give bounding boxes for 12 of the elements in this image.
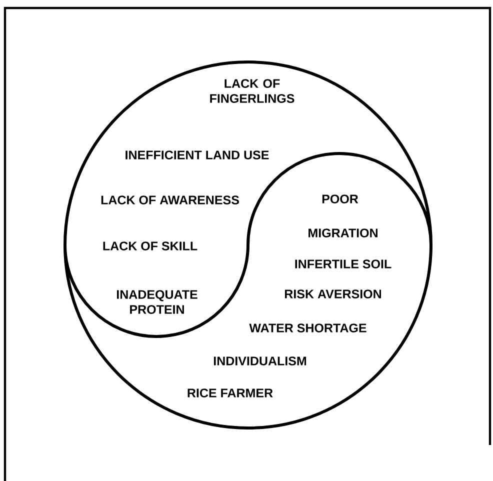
label-text: INDIVIDUALISM <box>214 356 306 366</box>
label-text: POOR <box>322 194 358 204</box>
label-text: INFERTILE SOIL <box>295 260 392 268</box>
label-text: LACK OF AWARENESS <box>101 196 239 204</box>
label-text: INEFFICIENT LAND USE <box>126 150 269 160</box>
label-text: RICE FARMER <box>188 388 273 398</box>
label-text: WATER SHORTAGE <box>249 324 366 332</box>
label-text: LACK OF FINGERLINGS <box>210 79 294 103</box>
label-text: INADEQUATE PROTEIN <box>116 290 198 314</box>
label-text: LACK OF SKILL <box>103 242 198 250</box>
label-text: RISK AVERSION <box>284 290 381 298</box>
label-text: MIGRATION <box>308 228 378 238</box>
